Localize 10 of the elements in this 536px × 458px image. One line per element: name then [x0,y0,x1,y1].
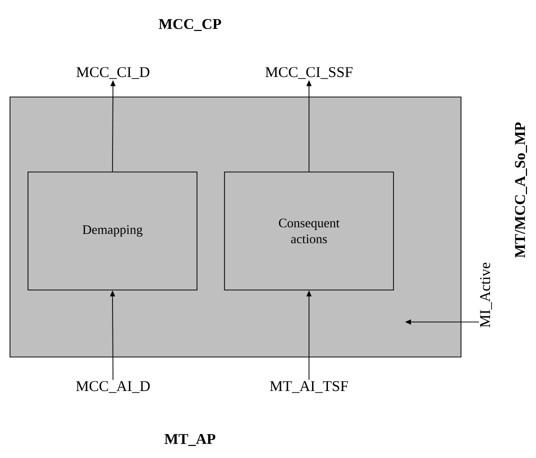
signal-label: MI_Active [480,262,492,328]
signal-label: MCC_CI_D [76,67,150,79]
process-box: Consequent actions [224,172,394,290]
point-label: MT/MCC_A_So_MP [515,122,527,258]
signal-label: MCC_CI_SSF [265,67,352,79]
signal-label: MCC_AI_D [76,381,150,393]
signal-label: MT_AI_TSF [270,381,348,393]
point-label: MCC_CP [158,19,222,31]
point-label: MT_AP [164,434,216,446]
process-box: Demapping [28,172,198,290]
